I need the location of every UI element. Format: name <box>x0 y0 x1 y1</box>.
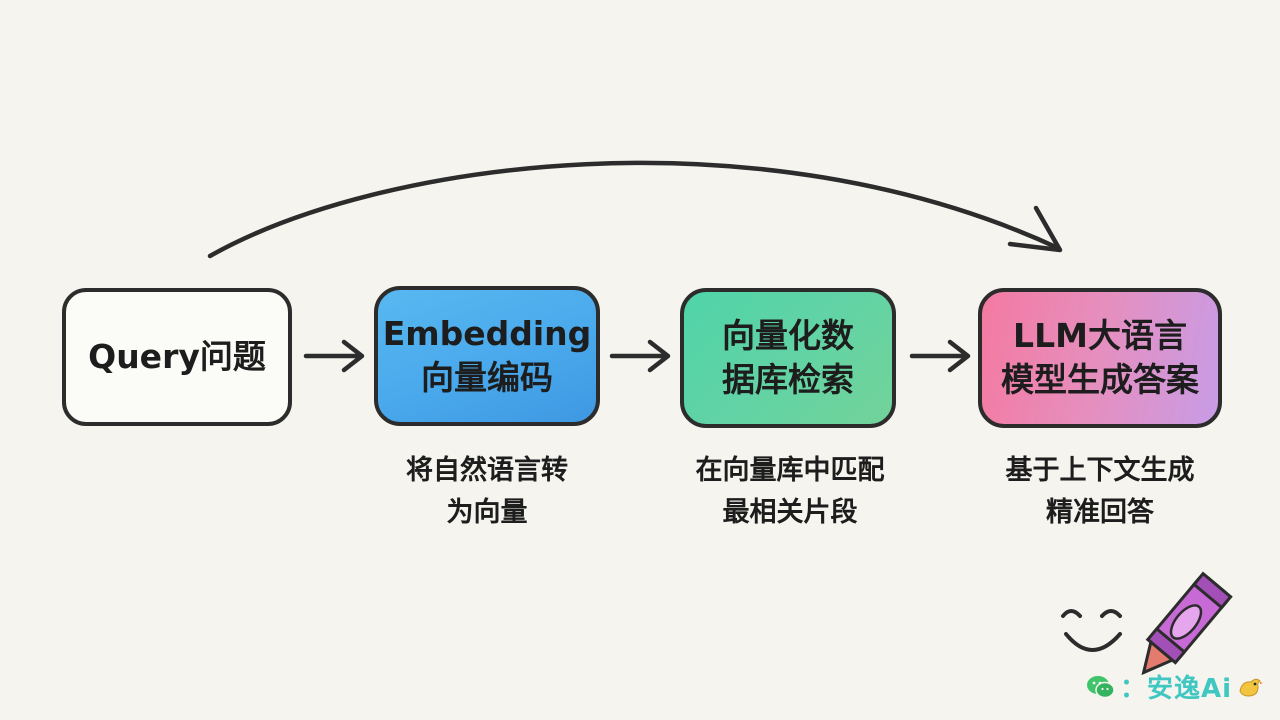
query-node: Query问题 <box>62 288 292 426</box>
crayon-icon <box>1141 571 1233 676</box>
arrow-right-icon <box>303 339 365 373</box>
embedding-node-line-2: 向量编码 <box>421 358 553 397</box>
arrow-right-icon <box>909 339 971 373</box>
embedding-node-line-1: Embedding <box>382 314 592 353</box>
embedding-description-line-2: 为向量 <box>446 497 528 528</box>
bird-icon <box>1239 678 1264 697</box>
llm-node-line-2: 模型生成答案 <box>1001 360 1199 399</box>
vector-db-node-line-2: 据库检索 <box>722 360 854 399</box>
arrow-right-icon <box>609 339 671 373</box>
vector-db-description-line-2: 最相关片段 <box>722 497 858 528</box>
curved-arrow-icon <box>207 160 1063 259</box>
query-node-label: Query问题 <box>88 337 266 376</box>
smiley-icon <box>1061 609 1122 652</box>
wechat-icon <box>1087 675 1115 698</box>
vector-db-node-line-1: 向量化数 <box>722 316 854 355</box>
vector-db-description-line-1: 在向量库中匹配 <box>695 455 885 486</box>
embedding-description: 将自然语言转 为向量 <box>370 450 604 534</box>
watermark: ：安逸Ai <box>1086 668 1264 705</box>
llm-description-line-2: 精准回答 <box>1046 497 1154 528</box>
embedding-description-line-1: 将自然语言转 <box>406 455 568 486</box>
watermark-text: ：安逸Ai <box>1120 674 1233 704</box>
vector-db-node: 向量化数 据库检索 <box>680 288 896 428</box>
llm-description-line-1: 基于上下文生成 <box>1005 455 1195 486</box>
llm-node: LLM大语言 模型生成答案 <box>978 288 1222 428</box>
llm-node-line-1: LLM大语言 <box>1013 316 1187 355</box>
llm-description: 基于上下文生成 精准回答 <box>978 450 1222 534</box>
vector-db-description: 在向量库中匹配 最相关片段 <box>662 450 918 534</box>
embedding-node: Embedding 向量编码 <box>374 286 600 426</box>
